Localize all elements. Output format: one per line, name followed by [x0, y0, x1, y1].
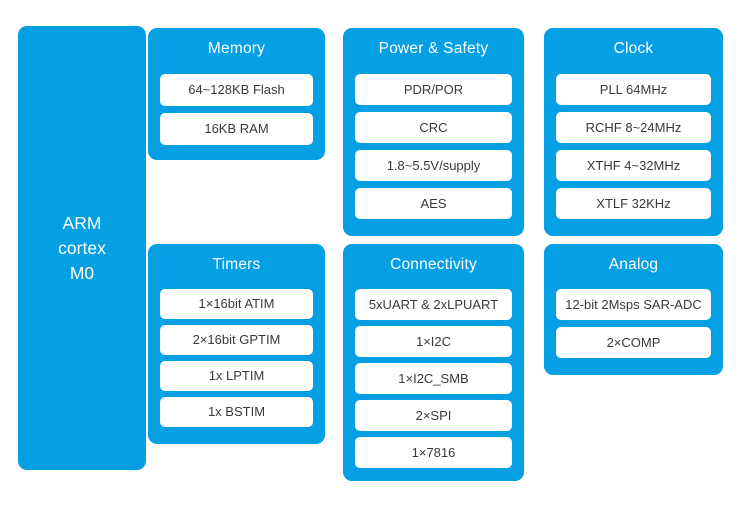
power-item-aes[interactable]: AES — [355, 187, 512, 219]
cpu-block[interactable]: ARM cortex M0 — [18, 26, 146, 470]
timers-block-title: Timers — [212, 256, 261, 273]
analog-item-list: 12-bit 2Msps SAR-ADC 2×COMP — [556, 288, 711, 358]
connectivity-item-i2c-smb[interactable]: 1×I2C_SMB — [355, 362, 512, 394]
clock-item-rchf[interactable]: RCHF 8~24MHz — [556, 111, 711, 143]
connectivity-item-spi[interactable]: 2×SPI — [355, 399, 512, 431]
clock-block-title: Clock — [613, 40, 654, 57]
connectivity-block[interactable]: Connectivity 5xUART & 2xLPUART 1×I2C 1×I… — [343, 244, 524, 481]
memory-item-ram[interactable]: 16KB RAM — [160, 112, 313, 145]
power-item-supply-voltage[interactable]: 1.8~5.5V/supply — [355, 149, 512, 181]
memory-block-title: Memory — [207, 40, 266, 57]
clock-item-xtlf[interactable]: XTLF 32KHz — [556, 187, 711, 219]
timers-item-gptim[interactable]: 2×16bit GPTIM — [160, 324, 313, 355]
analog-item-comp[interactable]: 2×COMP — [556, 326, 711, 358]
connectivity-item-list: 5xUART & 2xLPUART 1×I2C 1×I2C_SMB 2×SPI … — [355, 288, 512, 468]
clock-block[interactable]: Clock PLL 64MHz RCHF 8~24MHz XTHF 4~32MH… — [544, 28, 723, 236]
clock-item-xthf[interactable]: XTHF 4~32MHz — [556, 149, 711, 181]
connectivity-item-i2c[interactable]: 1×I2C — [355, 325, 512, 357]
clock-item-pll[interactable]: PLL 64MHz — [556, 73, 711, 105]
memory-block[interactable]: Memory 64~128KB Flash 16KB RAM — [148, 28, 325, 160]
analog-item-sar-adc[interactable]: 12-bit 2Msps SAR-ADC — [556, 288, 711, 320]
clock-item-list: PLL 64MHz RCHF 8~24MHz XTHF 4~32MHz XTLF… — [556, 73, 711, 219]
connectivity-block-title: Connectivity — [390, 256, 477, 273]
analog-block[interactable]: Analog 12-bit 2Msps SAR-ADC 2×COMP — [544, 244, 723, 375]
power-safety-item-list: PDR/POR CRC 1.8~5.5V/supply AES — [355, 73, 512, 219]
cpu-label: ARM cortex M0 — [58, 212, 106, 283]
timers-item-bstim[interactable]: 1x BSTIM — [160, 396, 313, 427]
timers-item-lptim[interactable]: 1x LPTIM — [160, 360, 313, 391]
timers-item-atim[interactable]: 1×16bit ATIM — [160, 288, 313, 319]
memory-item-flash[interactable]: 64~128KB Flash — [160, 73, 313, 106]
connectivity-item-uart[interactable]: 5xUART & 2xLPUART — [355, 288, 512, 320]
power-item-crc[interactable]: CRC — [355, 111, 512, 143]
power-safety-block[interactable]: Power & Safety PDR/POR CRC 1.8~5.5V/supp… — [343, 28, 524, 236]
timers-item-list: 1×16bit ATIM 2×16bit GPTIM 1x LPTIM 1x B… — [160, 288, 313, 427]
analog-block-title: Analog — [608, 256, 659, 273]
power-item-pdr-por[interactable]: PDR/POR — [355, 73, 512, 105]
power-safety-block-title: Power & Safety — [378, 40, 489, 57]
timers-block[interactable]: Timers 1×16bit ATIM 2×16bit GPTIM 1x LPT… — [148, 244, 325, 444]
memory-item-list: 64~128KB Flash 16KB RAM — [160, 73, 313, 145]
connectivity-item-7816[interactable]: 1×7816 — [355, 436, 512, 468]
